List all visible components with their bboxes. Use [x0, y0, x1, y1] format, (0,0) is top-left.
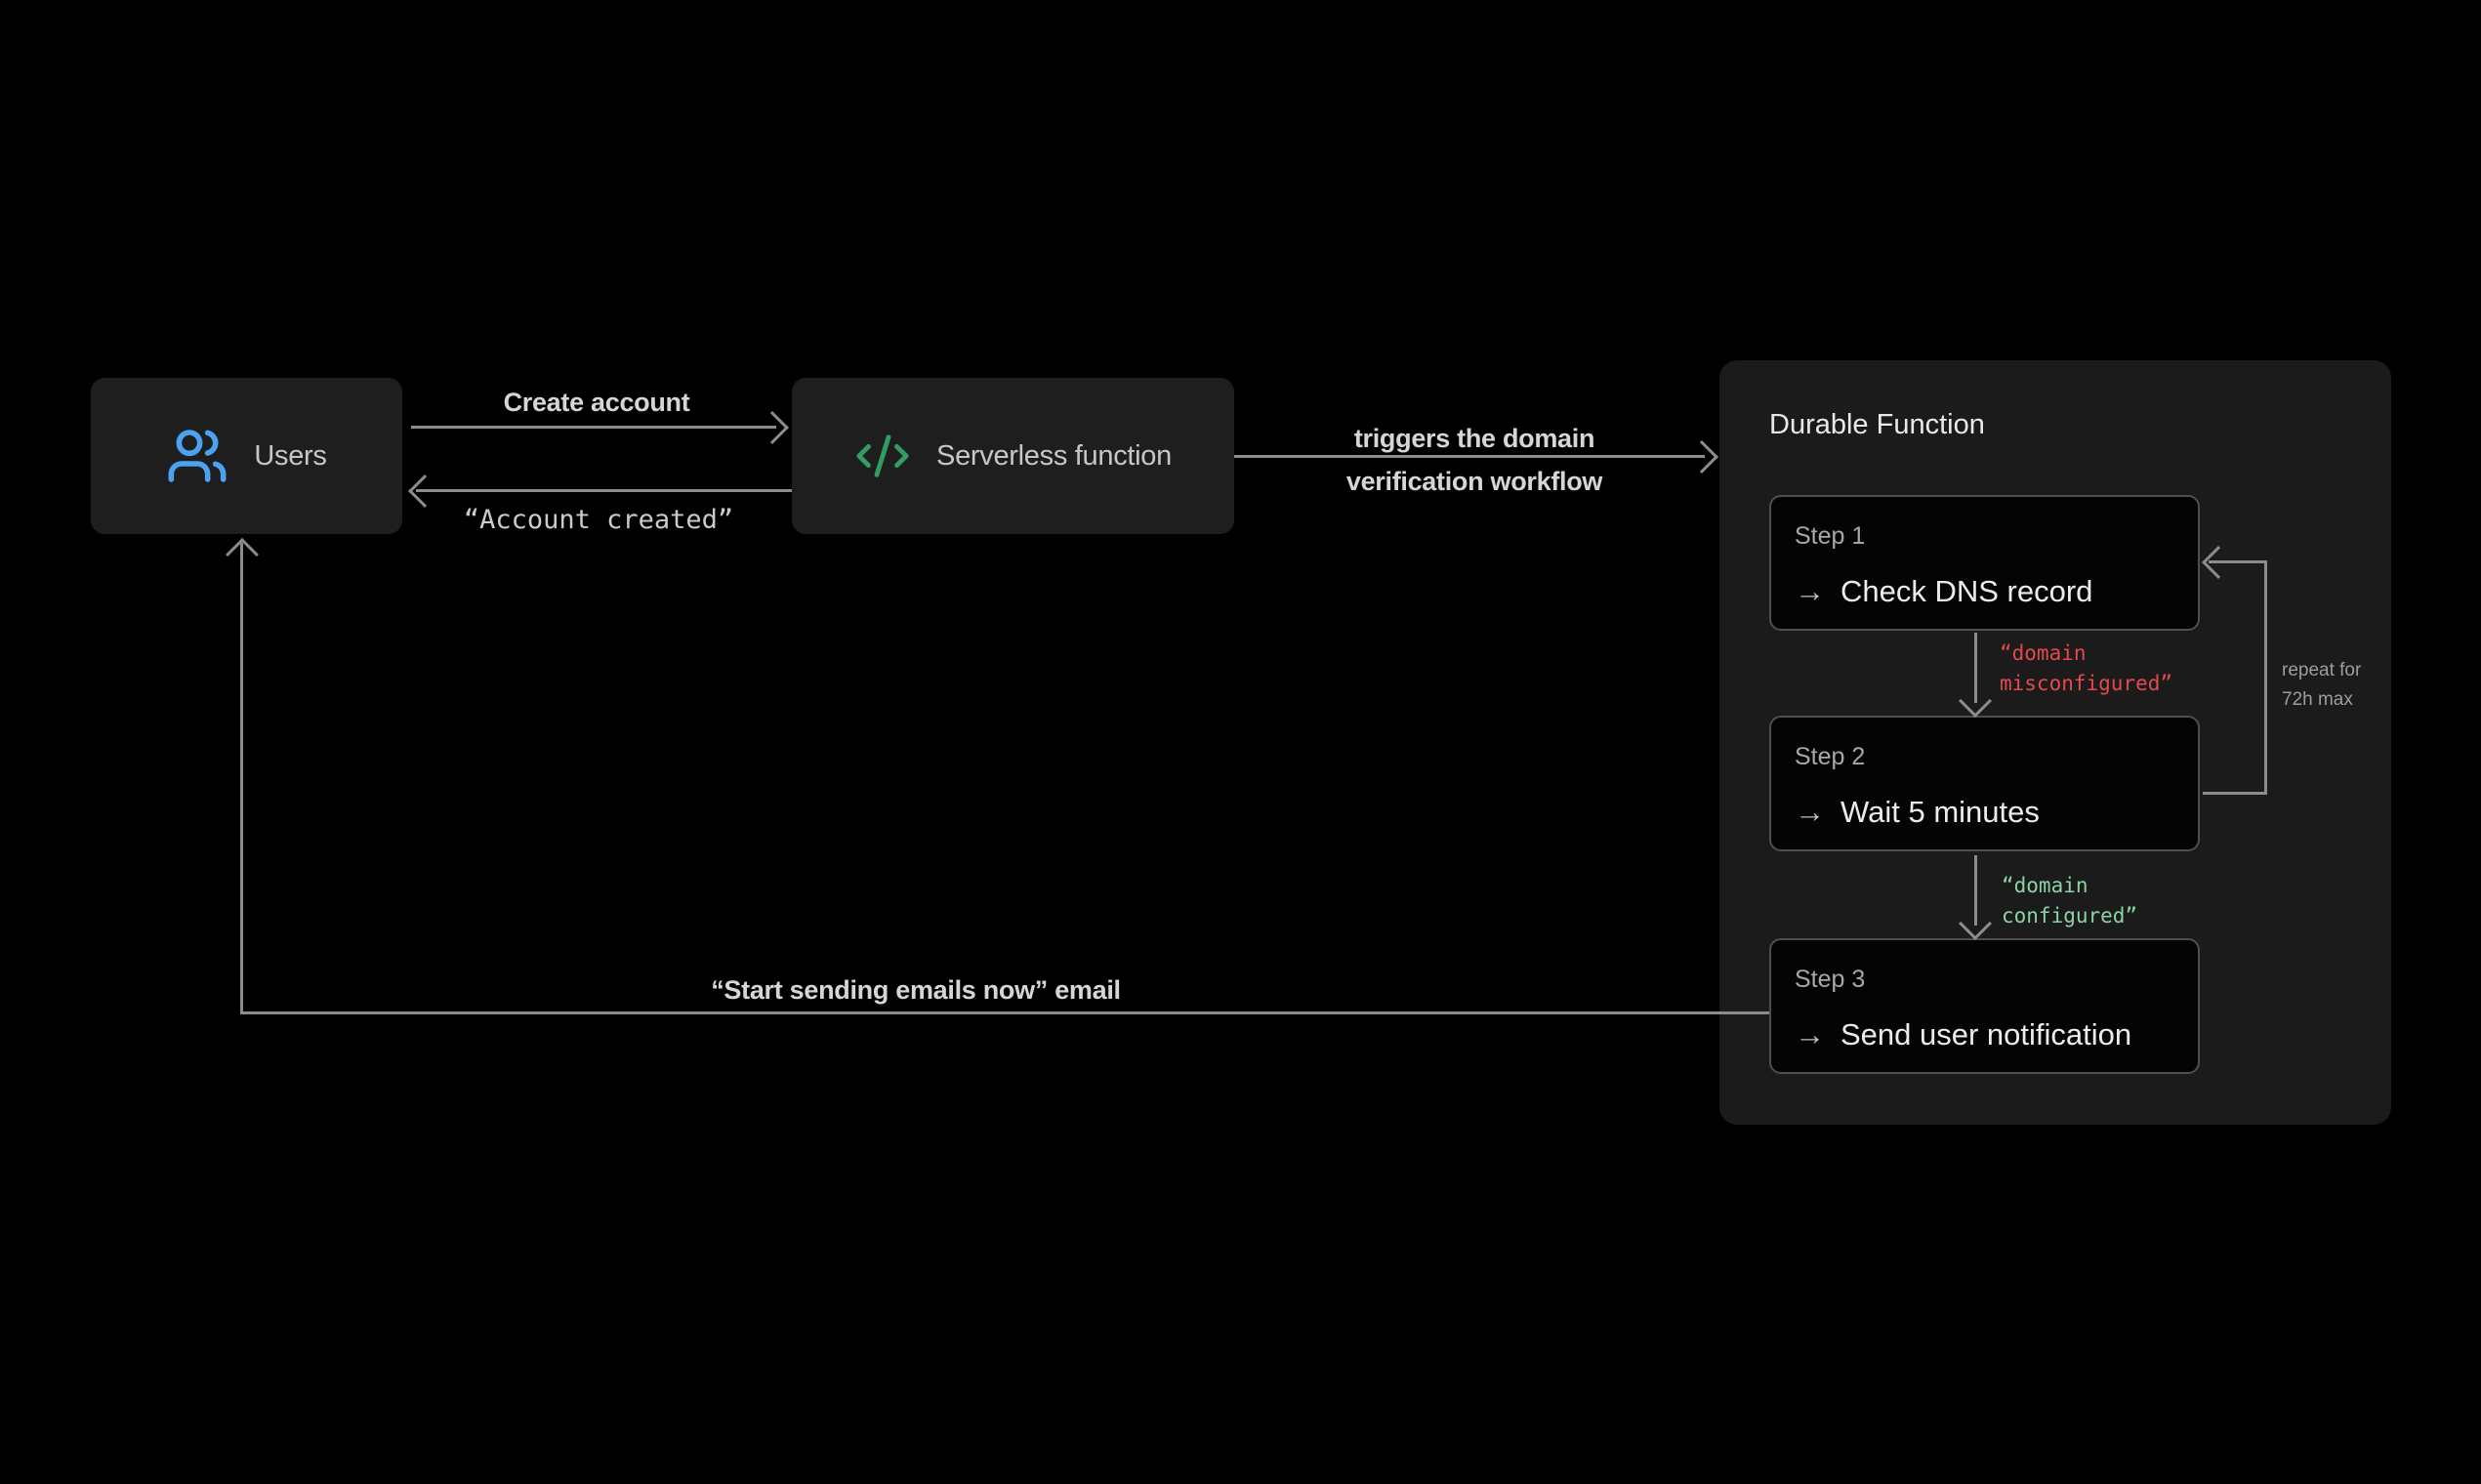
step-1-action-row: → Check DNS record: [1795, 574, 2174, 609]
repeat-label: repeat for 72h max: [2282, 656, 2361, 715]
triggers-line: [1234, 455, 1705, 458]
email-label: “Start sending emails now” email: [711, 975, 1121, 1005]
repeat-label-line1: repeat for: [2282, 660, 2362, 680]
serverless-node-label: Serverless function: [936, 439, 1172, 472]
step-2-action: Wait 5 minutes: [1840, 795, 2040, 829]
step-2-label: Step 2: [1795, 743, 1866, 770]
arrow-head-left-icon: [408, 474, 441, 508]
domain-configured-line1: “domain: [2002, 874, 2088, 897]
triggers-label-line2: verification workflow: [1345, 467, 1603, 496]
code-icon: [854, 428, 911, 484]
durable-function-panel: Durable Function Step 1 → Check DNS reco…: [1719, 360, 2391, 1125]
serverless-function-node: Serverless function: [792, 378, 1234, 534]
durable-function-title: Durable Function: [1769, 409, 1985, 440]
arrow-right-icon: →: [1795, 1017, 1825, 1051]
repeat-loop-vertical-line: [2264, 560, 2267, 795]
users-node: Users: [91, 378, 402, 534]
step-1-label: Step 1: [1795, 522, 1866, 550]
users-node-label: Users: [254, 439, 327, 472]
create-account-line: [411, 426, 776, 429]
repeat-loop-top-line: [2209, 560, 2267, 563]
repeat-label-line2: 72h max: [2282, 689, 2353, 710]
step-3-label: Step 3: [1795, 966, 1866, 993]
arrow-head-up-icon: [226, 538, 259, 571]
arrow-head-right-icon: [756, 411, 789, 444]
arrow-right-icon: →: [1795, 795, 1825, 829]
account-created-label: “Account created”: [463, 505, 734, 535]
triggers-label-line1: triggers the domain: [1353, 424, 1595, 453]
account-created-line: [416, 489, 792, 492]
step-3-action: Send user notification: [1840, 1017, 2132, 1051]
domain-configured-line2: configured”: [2002, 904, 2138, 928]
repeat-loop-bottom-line: [2203, 792, 2267, 795]
domain-misconfigured-label: “domain misconfigured”: [2000, 639, 2172, 699]
step-3-action-row: → Send user notification: [1795, 1017, 2174, 1052]
arrow-right-icon: →: [1795, 574, 1825, 608]
step1-step2-line: [1974, 633, 1977, 703]
domain-misconfigured-line2: misconfigured”: [2000, 672, 2173, 695]
step2-step3-line: [1974, 855, 1977, 926]
step-1-action: Check DNS record: [1840, 574, 2093, 608]
step-3-box: Step 3 → Send user notification: [1769, 938, 2200, 1074]
create-account-label: Create account: [503, 388, 690, 417]
email-horizontal-line: [240, 1011, 1769, 1014]
users-icon: [166, 425, 228, 487]
domain-configured-label: “domain configured”: [2002, 871, 2137, 931]
email-vertical-line: [240, 543, 243, 1014]
step-2-action-row: → Wait 5 minutes: [1795, 795, 2174, 830]
domain-misconfigured-line1: “domain: [2000, 641, 2087, 665]
step-1-box: Step 1 → Check DNS record: [1769, 495, 2200, 631]
arrow-head-right-icon: [1685, 440, 1718, 474]
step-2-box: Step 2 → Wait 5 minutes: [1769, 716, 2200, 851]
